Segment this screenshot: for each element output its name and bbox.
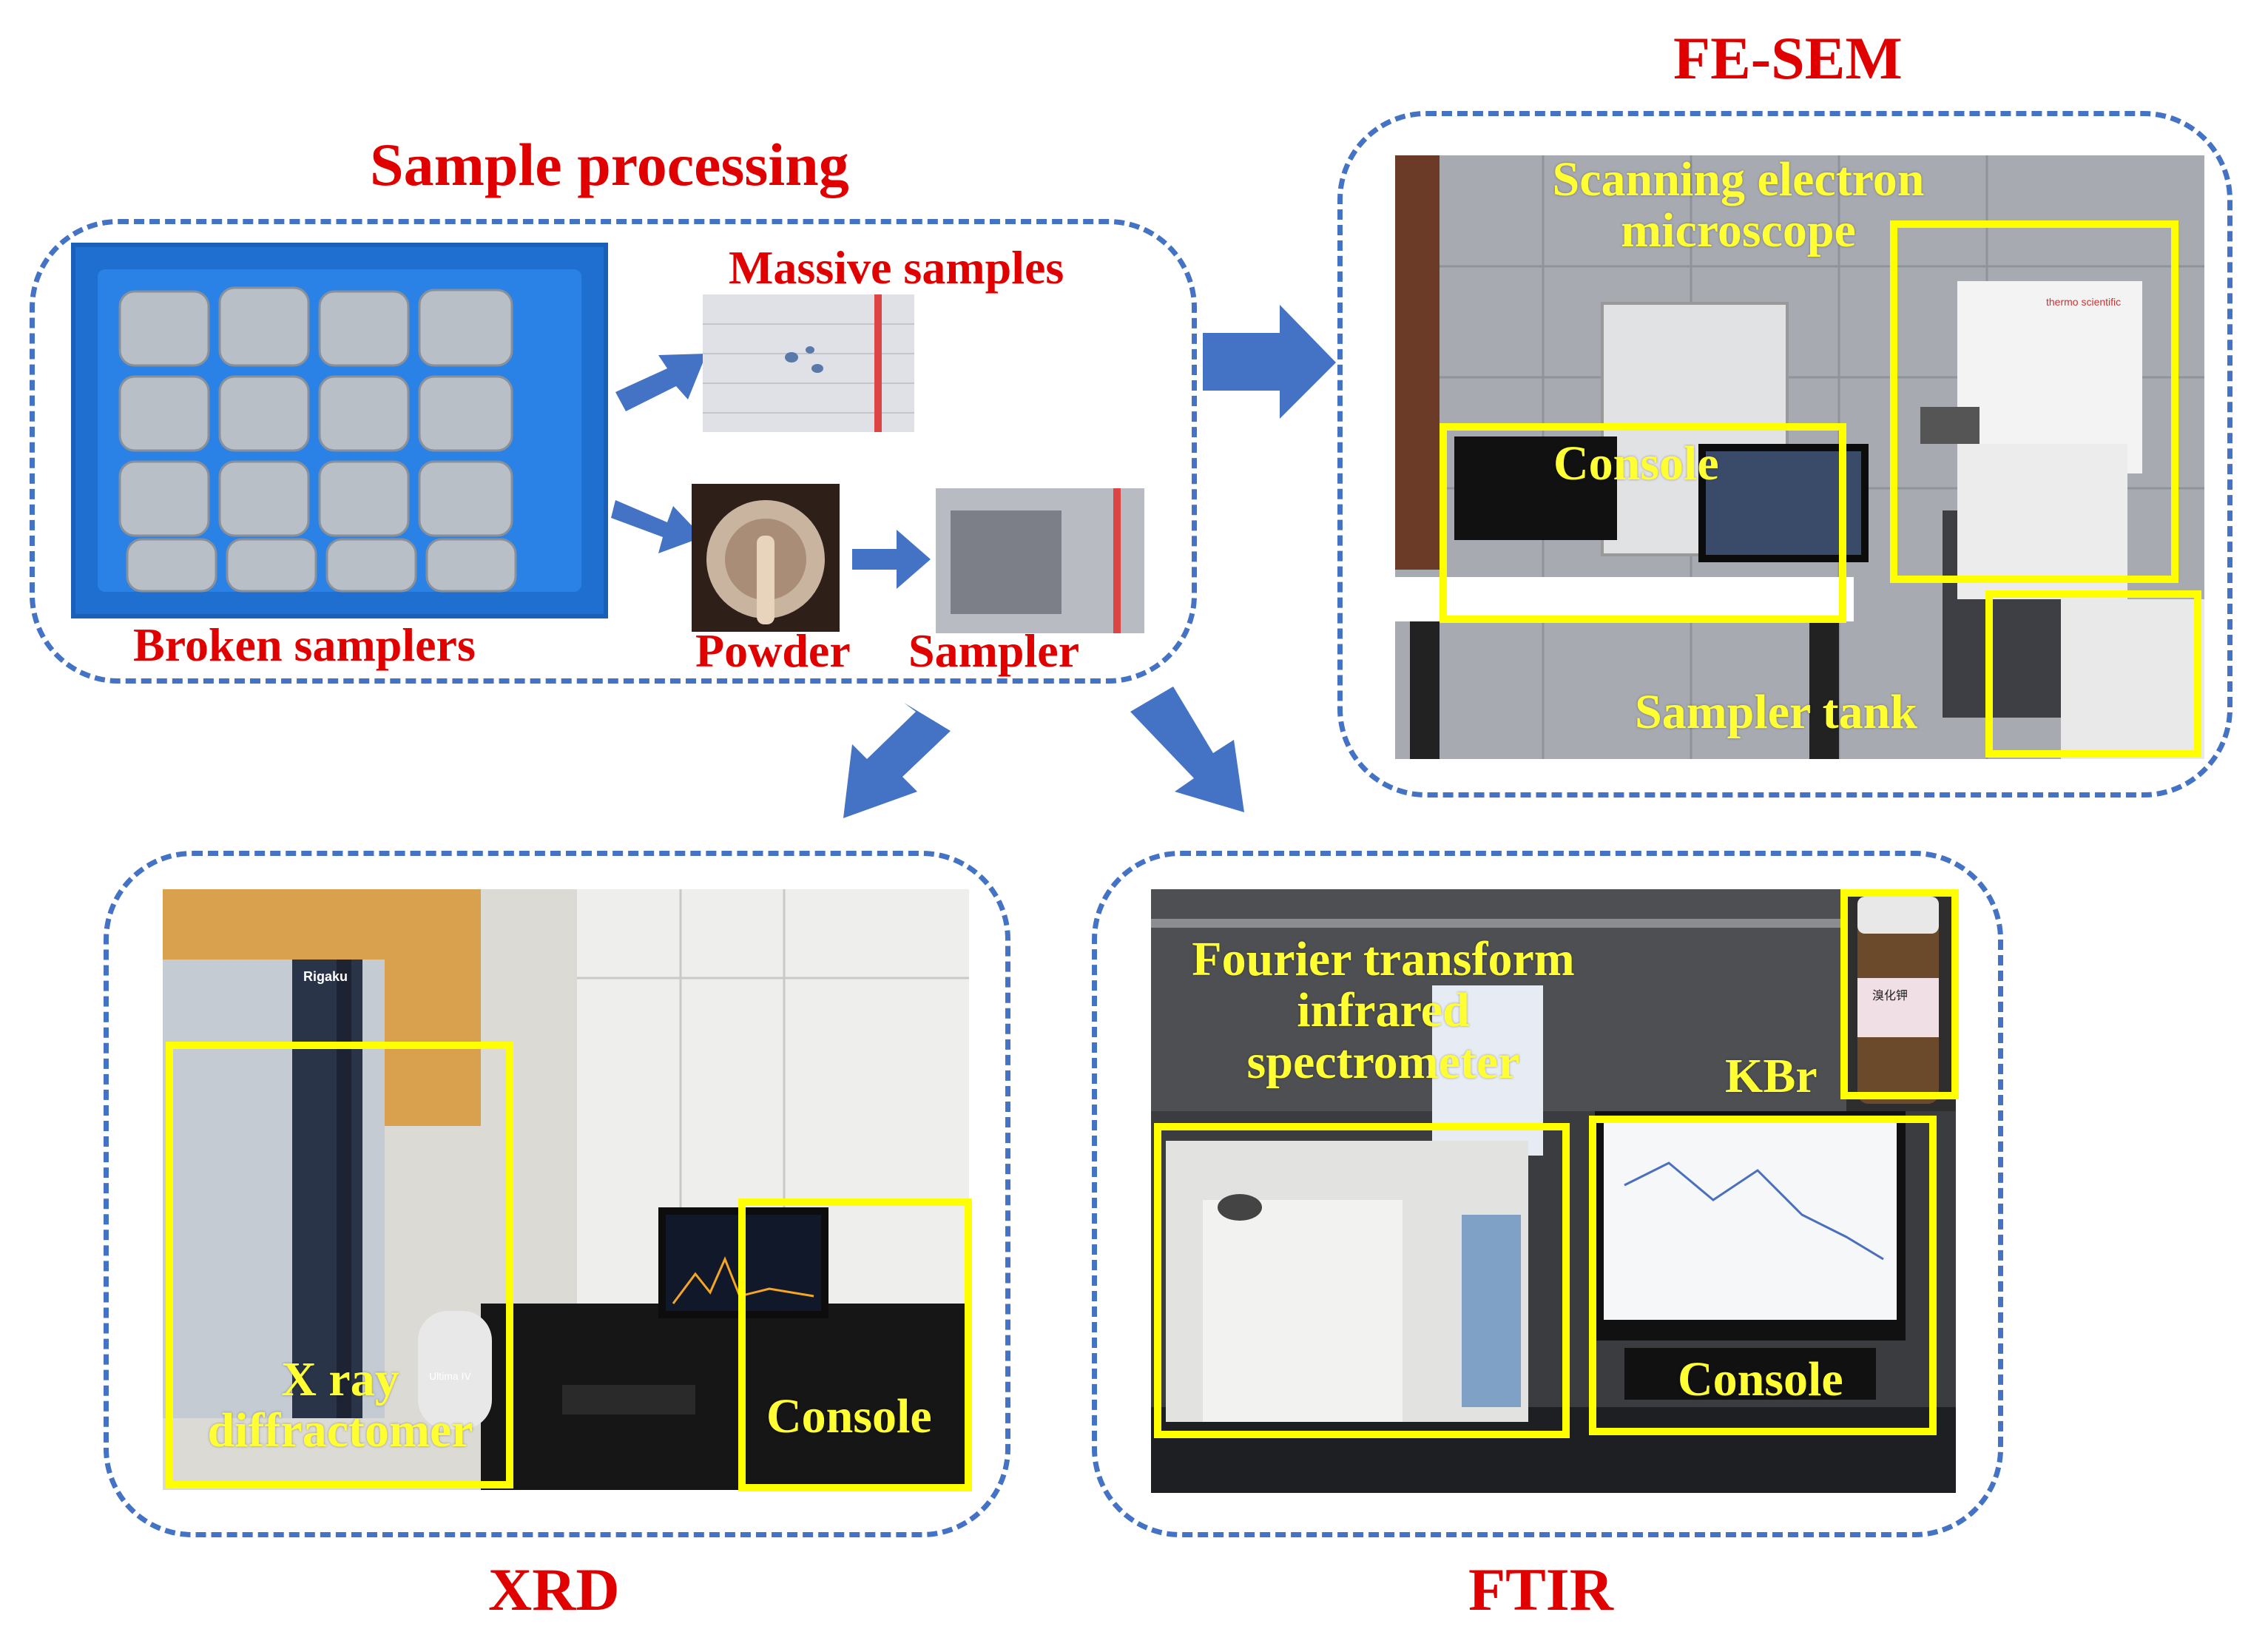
xrd-brand-text: Rigaku xyxy=(303,969,348,984)
sampler-label: Sampler xyxy=(908,624,1080,677)
powder-label: Powder xyxy=(695,624,851,677)
kbr-highlight-box xyxy=(1840,889,1959,1099)
broken-samplers-label: Broken samplers xyxy=(133,618,476,671)
sem-highlight-box xyxy=(1890,220,2178,583)
arrow-to-ftir xyxy=(1130,687,1244,812)
sem-console-label: Console xyxy=(1553,436,1719,490)
ftir-console-label: Console xyxy=(1678,1352,1843,1406)
sample-processing-group xyxy=(30,219,1197,684)
fe-sem-group xyxy=(1337,111,2232,798)
xrd-model-text: Ultima IV xyxy=(429,1370,471,1382)
broken-samples-photo xyxy=(71,243,608,618)
sem-label: Scanning electron microscope xyxy=(1552,152,1925,258)
ftir-spectrometer-highlight-box xyxy=(1154,1123,1570,1438)
ftir-console-highlight-box xyxy=(1589,1116,1937,1435)
arrow-to-massive xyxy=(615,354,706,411)
xrd-group xyxy=(104,851,1010,1537)
sampler-tank-highlight-box xyxy=(1985,590,2201,758)
ftir-spectrometer-label: Fourier transform infrared spectrometer xyxy=(1192,932,1575,1089)
fe-sem-title: FE-SEM xyxy=(1673,24,1903,92)
powder-photo xyxy=(692,484,840,632)
sem-console-highlight-box xyxy=(1440,423,1846,623)
massive-samples-photo xyxy=(703,294,914,432)
ftir-group xyxy=(1092,851,2003,1537)
xrd-console-label: Console xyxy=(766,1389,932,1443)
kbr-bottle-text: 溴化钾 xyxy=(1872,988,1908,1002)
ftir-photo: 溴化钾 xyxy=(1151,889,1956,1493)
xrd-diffractometer-label: X ray diffractomer xyxy=(207,1352,473,1458)
kbr-label: KBr xyxy=(1725,1049,1818,1103)
arrow-to-fe-sem xyxy=(1203,305,1336,419)
arrow-to-powder xyxy=(611,500,703,553)
sem-brand-text: thermo scientific xyxy=(2046,296,2122,308)
arrow-to-xrd xyxy=(843,703,951,818)
xrd-title: XRD xyxy=(488,1556,620,1623)
xrd-photo: Rigaku Ultima IV xyxy=(163,889,969,1490)
xrd-diffractometer-highlight-box xyxy=(166,1042,513,1488)
massive-samples-label: Massive samples xyxy=(729,241,1064,294)
arrow-powder-to-sampler xyxy=(852,530,931,589)
sample-processing-title: Sample processing xyxy=(370,131,849,198)
xrd-console-highlight-box xyxy=(738,1198,972,1491)
sampler-photo xyxy=(936,488,1144,633)
ftir-title: FTIR xyxy=(1468,1556,1613,1623)
sampler-tank-label: Sampler tank xyxy=(1635,685,1918,739)
